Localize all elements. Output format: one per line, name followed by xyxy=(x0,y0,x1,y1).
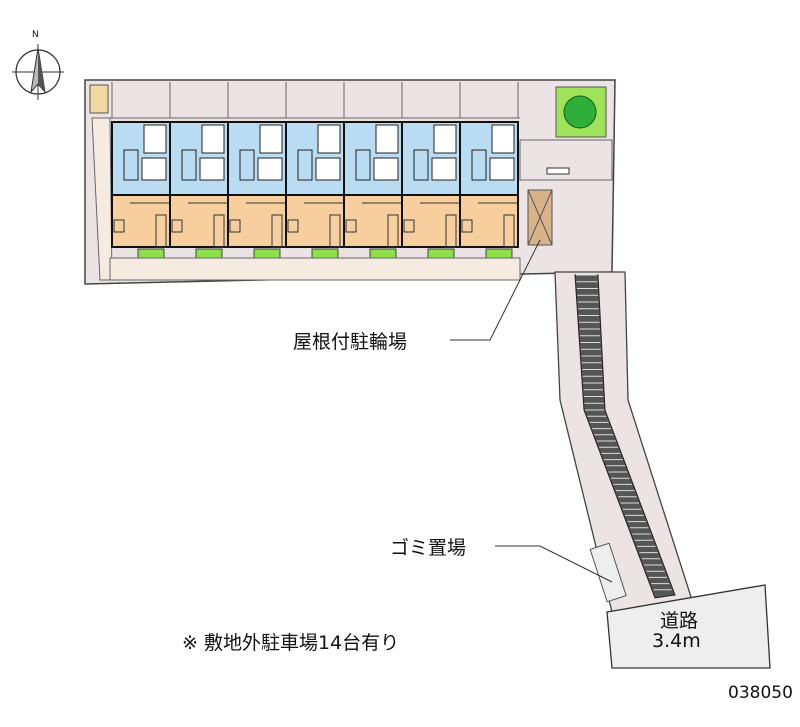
planter xyxy=(137,248,165,259)
apartment-unit xyxy=(169,121,229,259)
planter xyxy=(311,248,339,259)
bicycle-parking-label: 屋根付駐輪場 xyxy=(293,331,408,353)
planter xyxy=(253,248,281,259)
apartment-unit xyxy=(111,121,171,259)
apartment-unit xyxy=(227,121,287,259)
planter xyxy=(369,248,397,259)
planter xyxy=(427,248,455,259)
apartment-unit xyxy=(285,121,345,259)
compass-icon xyxy=(12,44,64,100)
road xyxy=(606,584,771,669)
meter-box xyxy=(89,84,109,114)
planter xyxy=(195,248,223,259)
apartment-unit xyxy=(343,121,403,259)
property-code: 038050 xyxy=(728,683,793,703)
compass-label: N xyxy=(32,30,39,40)
parking-note: ※ 敷地外駐車場14台有り xyxy=(182,632,400,654)
tree-icon xyxy=(563,95,597,129)
road-width-label: 3.4m xyxy=(652,630,701,652)
apartment-unit xyxy=(459,121,519,259)
road-name-label: 道路 xyxy=(660,610,699,632)
garbage-area-label: ゴミ置場 xyxy=(390,537,467,559)
planter xyxy=(485,248,513,259)
apartment-unit xyxy=(401,121,461,259)
footpath xyxy=(109,257,521,281)
access-path xyxy=(554,271,693,613)
